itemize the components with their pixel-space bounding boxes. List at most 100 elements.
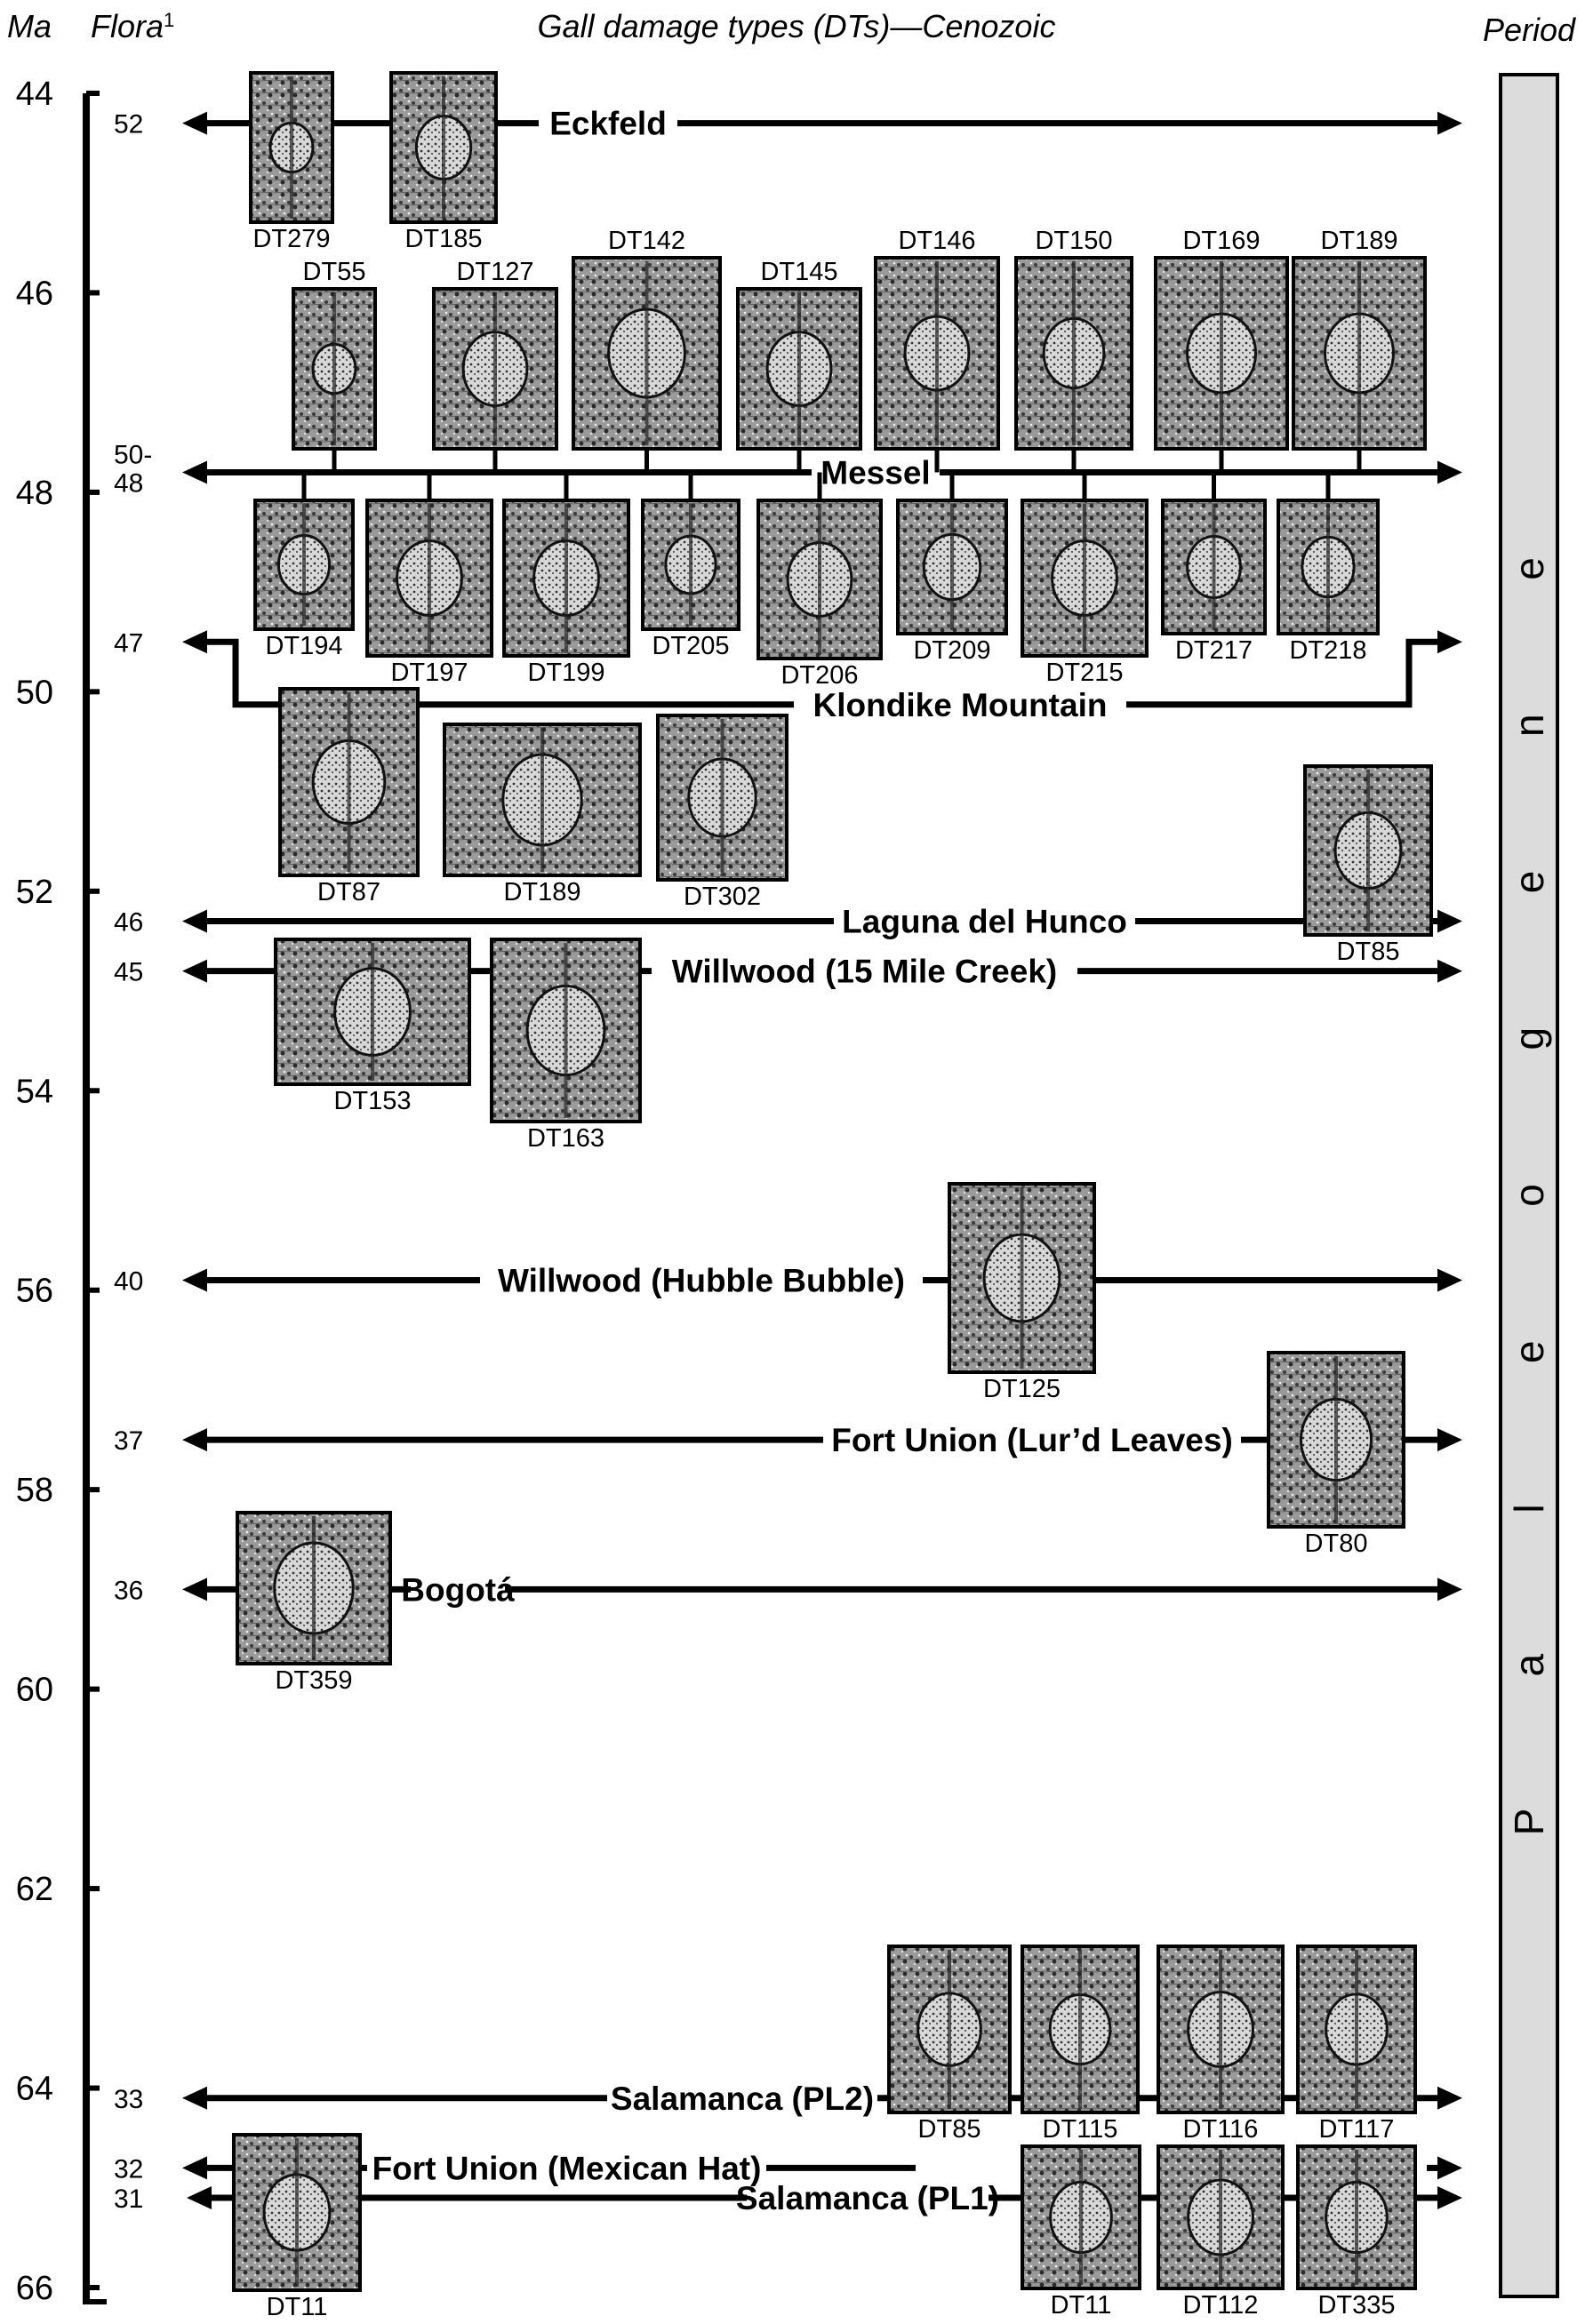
flora-name-bogota: Bogotá [401, 1571, 515, 1608]
dt-label: DT205 [652, 632, 729, 660]
arrow-right [1437, 1268, 1462, 1292]
dt-label: DT80 [1305, 1529, 1368, 1558]
dt-box-dt215: DT215 [1021, 499, 1149, 687]
dt-box-dt87: DT87 [278, 687, 420, 906]
dt-label: DT116 [1183, 2115, 1259, 2144]
axis-tick-label: 58 [16, 1472, 53, 1509]
flora-number-willwood15: 45 [114, 958, 143, 987]
dt-label: DT11 [267, 2293, 328, 2321]
dt-label: DT150 [1035, 227, 1112, 255]
dt-box-dt142: DT142 [572, 227, 722, 451]
ma-header: Ma [7, 8, 52, 44]
arrow-left [182, 630, 207, 654]
dt-box-dt116: DT116 [1157, 1945, 1285, 2144]
flora-name-mexhat: Fort Union (Mexican Hat) [372, 2150, 762, 2186]
dt-box-dt217: DT217 [1161, 499, 1267, 665]
flora-name-lurd: Fort Union (Lur’d Leaves) [831, 1422, 1233, 1458]
dt-label: DT218 [1289, 636, 1366, 665]
dt-box-dt189: DT189 [1292, 227, 1427, 451]
arrow-left [182, 909, 207, 933]
arrow-left [182, 2086, 207, 2110]
dt-box-dt335: DT335 [1296, 2144, 1417, 2320]
arrow-right [1437, 909, 1462, 933]
dt-label: DT194 [265, 632, 342, 660]
arrow-left [182, 2156, 207, 2180]
axis-tick-label: 62 [16, 1871, 53, 1908]
dt-box-dt80: DT80 [1267, 1351, 1405, 1558]
flora-name-klondike: Klondike Mountain [813, 687, 1108, 723]
period-letter: e [1506, 1340, 1552, 1363]
axis-tick-label: 64 [16, 2071, 53, 2108]
dt-box-dt197: DT197 [365, 499, 493, 687]
dt-label: DT335 [1317, 2291, 1395, 2320]
dt-label: DT209 [913, 636, 990, 665]
flora-number-salpl2: 33 [114, 2085, 143, 2114]
dt-label: DT115 [1043, 2115, 1118, 2144]
flora-number-salpl1: 31 [114, 2184, 143, 2214]
flora-name-salpl2: Salamanca (PL2) [611, 2080, 874, 2117]
flora-name-laguna: Laguna del Hunco [842, 903, 1127, 939]
period-box [1499, 73, 1559, 2298]
axis-tick-label: 60 [16, 1672, 53, 1709]
arrow-left [182, 111, 207, 135]
flora-number-eckfeld: 52 [114, 110, 143, 140]
dt-label: DT217 [1175, 636, 1253, 665]
dt-label: DT206 [780, 661, 858, 690]
messel-connectors [301, 449, 1362, 500]
dt-label: DT125 [983, 1375, 1061, 1403]
arrow-right [1437, 2086, 1462, 2110]
dt-box-dt55: DT55 [292, 258, 377, 451]
dt-label: DT169 [1182, 227, 1260, 255]
dt-label: DT189 [503, 878, 580, 906]
dt-box-dt163: DT163 [490, 938, 642, 1153]
dt-label: DT142 [608, 227, 685, 255]
flora-number-mexhat: 32 [114, 2154, 143, 2184]
dt-box-dt112: DT112 [1157, 2144, 1285, 2320]
dt-label: DT55 [303, 258, 366, 286]
dt-label: DT199 [527, 659, 604, 687]
flora-name-messel: Messel [821, 454, 930, 491]
dt-box-dt218: DT218 [1277, 499, 1380, 665]
dt-label: DT215 [1045, 659, 1123, 687]
axis-tick-label: 56 [16, 1273, 53, 1310]
dt-label: DT302 [684, 882, 761, 911]
period-letter: a [1506, 1654, 1552, 1677]
flora-header: Flora1 [91, 8, 174, 44]
dt-label: DT185 [404, 225, 482, 253]
flora-name-willwood15: Willwood (15 Mile Creek) [672, 954, 1057, 990]
dt-box-dt199: DT199 [502, 499, 630, 687]
flora-line-laguna [182, 909, 1462, 933]
flora-number-klondike: 47 [114, 628, 143, 658]
dt-label: DT85 [918, 2115, 981, 2144]
period-letter: o [1506, 1184, 1552, 1207]
period-letter: l [1506, 1504, 1552, 1513]
flora-number-laguna: 46 [114, 907, 143, 937]
axis-tick-label: 54 [16, 1073, 53, 1110]
dt-label: DT153 [333, 1087, 411, 1115]
flora-name-eckfeld: Eckfeld [549, 106, 667, 142]
arrow-right [1437, 2156, 1462, 2180]
arrow-right [1437, 2185, 1462, 2209]
period-letter: e [1506, 557, 1552, 580]
dt-box-dt125: DT125 [948, 1182, 1096, 1403]
flora-name-salpl1: Salamanca (PL1) [736, 2180, 999, 2216]
dt-box-dt85: DT85 [887, 1945, 1012, 2144]
flora-line-eckfeld [182, 111, 1462, 135]
dt-box-dt209: DT209 [896, 499, 1008, 665]
dt-box-dt206: DT206 [756, 499, 883, 690]
period-letter: e [1506, 871, 1552, 894]
period-letter: n [1506, 714, 1552, 737]
arrow-left [182, 460, 207, 484]
dt-box-dt194: DT194 [253, 499, 355, 660]
arrow-right [1437, 1577, 1462, 1601]
arrow-right [1437, 111, 1462, 135]
arrow-left [182, 1577, 207, 1601]
dt-box-dt146: DT146 [874, 227, 1000, 451]
dt-label: DT112 [1183, 2291, 1259, 2320]
arrow-left [182, 1268, 207, 1292]
